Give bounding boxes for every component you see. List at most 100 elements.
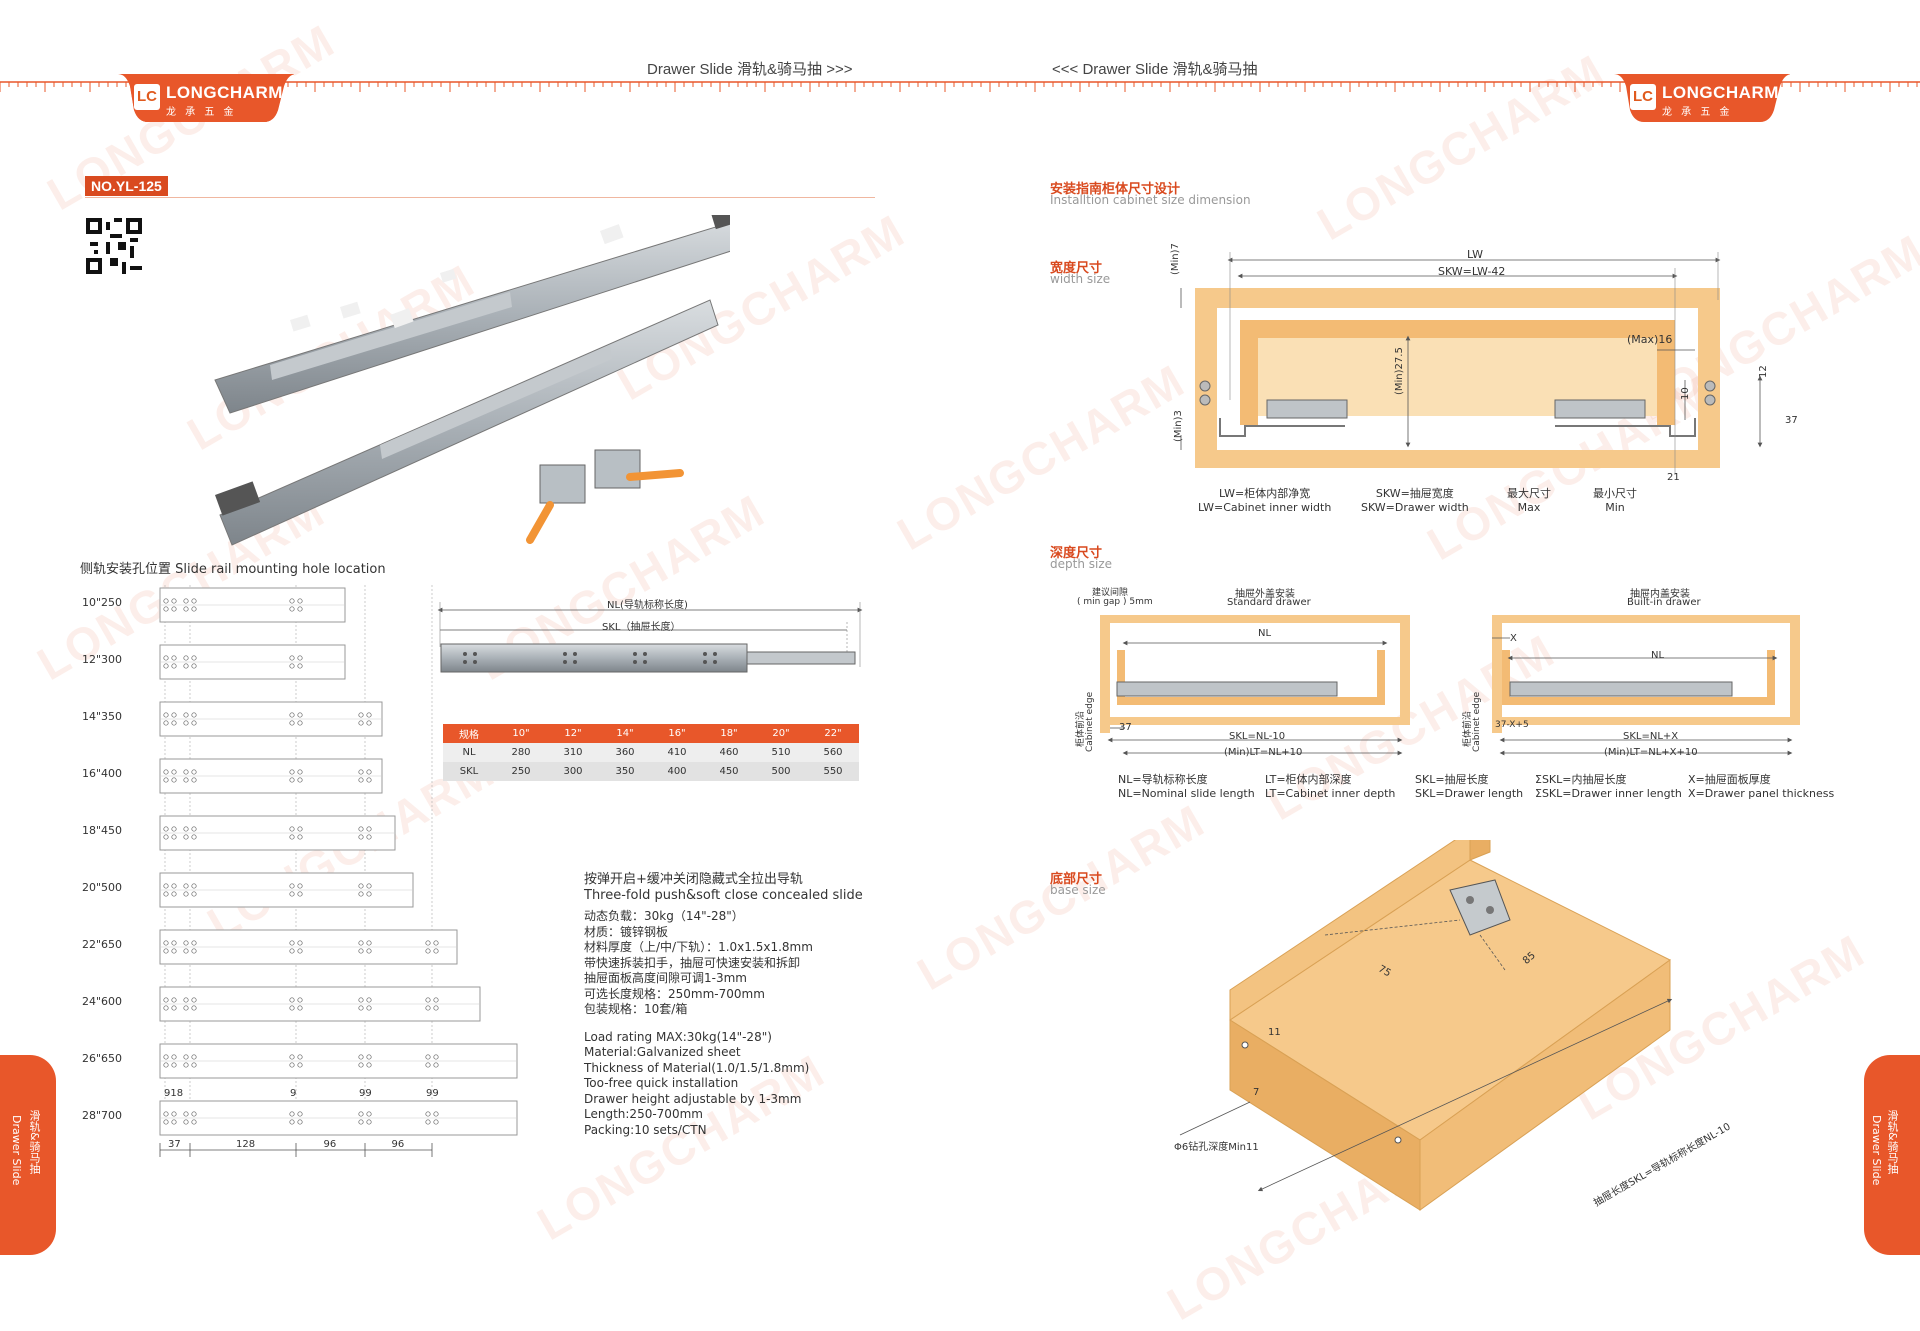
mounting-hole <box>297 834 303 840</box>
mounting-hole <box>191 777 197 783</box>
rail-size-label: 28"700 <box>82 1109 122 1122</box>
description-line: Too-free quick installation <box>584 1076 739 1090</box>
brand-logo: LC LONGCHARM 龙 承 五 金 <box>1600 70 1790 126</box>
nl-label: NL(导轨标称长度) <box>607 600 688 611</box>
dimension-label: 96 <box>392 1139 405 1150</box>
mounting-hole <box>171 712 177 718</box>
legend-cn: ΣSKL=内抽屉长度 <box>1535 773 1627 786</box>
slide-length-diagram <box>437 602 863 673</box>
mounting-hole <box>183 1062 189 1068</box>
spec-cell: 22" <box>807 724 859 743</box>
description-line: Material:Galvanized sheet <box>584 1045 741 1059</box>
spec-cell: 250 <box>495 762 547 781</box>
mounting-hole <box>289 834 295 840</box>
mounting-hole <box>425 1054 431 1060</box>
mounting-hole <box>425 1111 431 1117</box>
rail-size-label: 20"500 <box>82 881 122 894</box>
spec-cell: SKL <box>443 762 495 781</box>
depth-37-label: 37 <box>1119 722 1132 733</box>
mounting-hole <box>297 598 303 604</box>
legend-cn: LW=柜体内部净宽 <box>1219 487 1311 500</box>
brand-name: LONGCHARM <box>166 83 283 102</box>
width-legend-skw: SKW=抽屉宽度 SKW=Drawer width <box>1361 487 1469 515</box>
mounting-hole <box>433 1062 439 1068</box>
spec-cell: 560 <box>807 743 859 762</box>
mounting-hole <box>297 826 303 832</box>
brand-name-cn: 龙 承 五 金 <box>1662 107 1733 118</box>
mounting-hole <box>183 883 189 889</box>
width-legend-min: 最小尺寸 Min <box>1593 487 1637 515</box>
cabinet-back <box>1400 615 1410 725</box>
mounting-hole <box>289 1054 295 1060</box>
mounting-hole <box>191 606 197 612</box>
watermark: LONGCHARM <box>888 353 1194 561</box>
mounting-hole-diagram: 10"25012"30014"35016"40018"45020"50022"6… <box>82 585 518 1157</box>
hole-distance-label: 9 <box>290 1088 296 1099</box>
description-line: 抽屉面板高度间隙可调1-3mm <box>584 971 747 985</box>
mounting-hole <box>440 268 457 283</box>
mounting-hole <box>358 891 364 897</box>
description-line: Packing:10 sets/CTN <box>584 1122 707 1137</box>
slide-rail-inner <box>380 345 612 459</box>
width-subtitle: width size <box>1050 272 1111 286</box>
mounting-hole <box>163 769 169 775</box>
rail-size-label: 22"650 <box>82 938 122 951</box>
mounting-hole <box>366 712 372 718</box>
drawer-back-panel <box>1469 840 1491 861</box>
mounting-hole <box>358 712 364 718</box>
depth-legend-inner-skl: ΣSKL=内抽屉长度 ΣSKL=Drawer inner length <box>1535 773 1682 801</box>
spec-cell: 410 <box>651 743 703 762</box>
mounting-hole <box>163 606 169 612</box>
mounting-hole <box>297 720 303 726</box>
slide-rail <box>1116 681 1338 697</box>
dimension-label: 128 <box>236 1139 255 1150</box>
spec-cell: 510 <box>755 743 807 762</box>
mounting-hole <box>366 1119 372 1125</box>
base-title: 底部尺寸 <box>1050 872 1103 887</box>
mounting-hole <box>163 948 169 954</box>
rail-size-label: 12"300 <box>82 653 122 666</box>
side-tab-cn: 滑轨&骑马抽 <box>28 1110 41 1174</box>
mounting-hole <box>433 1054 439 1060</box>
dim-min27-5: (Min)27.5 <box>1394 347 1405 395</box>
mounting-hole <box>358 826 364 832</box>
description-line: Load rating MAX:30kg(14"-28") <box>584 1029 772 1044</box>
mounting-hole <box>289 1005 295 1011</box>
mounting-hole <box>297 769 303 775</box>
description-line: 带快速拆装扣手，抽屉可快速安装和拆卸 <box>584 955 801 970</box>
mounting-hole <box>171 948 177 954</box>
mounting-hole <box>191 598 197 604</box>
side-tab-right: 滑轨&骑马抽 Drawer Slide <box>1864 1055 1920 1255</box>
depth-nl-label: NL <box>1258 628 1272 639</box>
mounting-hole <box>433 997 439 1003</box>
standard-drawer-cn: 抽屉外盖安装 <box>1235 589 1295 600</box>
mounting-hole <box>163 883 169 889</box>
drawer-side <box>1657 320 1675 425</box>
mounting-hole <box>297 1005 303 1011</box>
mounting-hole <box>366 834 372 840</box>
mounting-hole <box>358 777 364 783</box>
cabinet-front-edge <box>1492 615 1502 733</box>
cabinet-side <box>1698 288 1720 468</box>
mounting-hole <box>183 769 189 775</box>
mounting-hole <box>358 1054 364 1060</box>
mounting-hole <box>433 948 439 954</box>
width-title: 宽度尺寸 <box>1050 261 1103 276</box>
legend-en: X=Drawer panel thickness <box>1688 787 1835 800</box>
mounting-hole <box>289 655 295 661</box>
model-number-badge: NO.YL-125 <box>85 176 168 196</box>
mounting-hole <box>289 598 295 604</box>
mounting-hole <box>425 997 431 1003</box>
mounting-hole <box>183 826 189 832</box>
mounting-hole <box>171 598 177 604</box>
logo-mark-icon: LC <box>1630 84 1656 110</box>
mounting-hole <box>339 301 361 319</box>
dim-min3: (Min)3 <box>1173 410 1184 442</box>
mounting-hole <box>163 598 169 604</box>
depth-legend-skl: SKL=抽屉长度 SKL=Drawer length <box>1415 773 1523 801</box>
mounting-hole <box>171 826 177 832</box>
mounting-hole <box>171 655 177 661</box>
legend-en: ΣSKL=Drawer inner length <box>1535 787 1682 800</box>
drawer-front <box>1117 650 1125 705</box>
spec-cell: 10" <box>495 724 547 743</box>
